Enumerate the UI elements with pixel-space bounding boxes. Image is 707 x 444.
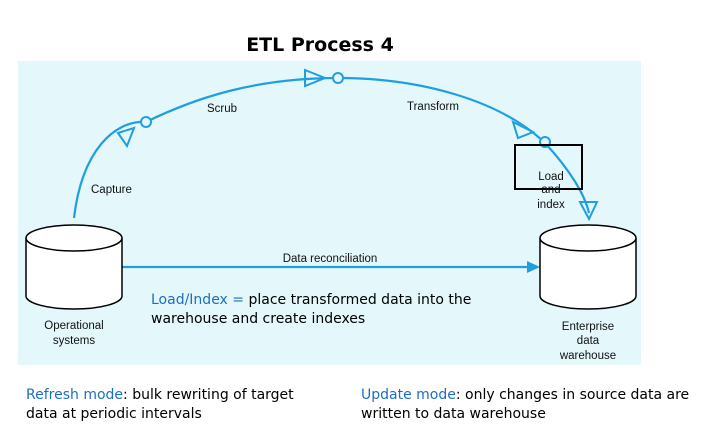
load-label-3: index: [537, 199, 565, 211]
refresh-mode-note: Refresh mode: bulk rewriting of target d…: [26, 386, 294, 424]
target-label-2: data: [577, 335, 600, 347]
scrub-label: Scrub: [207, 103, 237, 115]
update-mode-term: Update mode: [361, 387, 456, 403]
load-index-line2: warehouse and create indexes: [151, 311, 366, 327]
update-mode-note: Update mode: only changes in source data…: [361, 386, 689, 424]
page-title: ETL Process 4: [246, 34, 394, 56]
refresh-mode-line2: data at periodic intervals: [26, 406, 202, 422]
target-label-3: warehouse: [559, 350, 616, 362]
source-label-2: systems: [53, 335, 95, 347]
load-arrowhead: [578, 201, 599, 222]
load-index-term: Load/Index =: [151, 292, 245, 308]
load-label-2: and: [541, 184, 560, 196]
operational-systems-cylinder: [25, 224, 123, 310]
load-index-text: place transformed data into the: [244, 292, 472, 308]
source-label-1: Operational: [44, 320, 103, 332]
enterprise-warehouse-cylinder: [539, 224, 637, 310]
diagram-panel: [18, 61, 641, 365]
load-index-box: [514, 144, 583, 190]
transform-arrowhead: [511, 120, 536, 140]
capture-arrowhead: [116, 126, 136, 149]
reconciliation-label: Data reconciliation: [283, 253, 378, 265]
update-mode-text: : only changes in source data are: [455, 387, 690, 403]
load-index-note: Load/Index = place transformed data into…: [151, 291, 471, 329]
load-label-1: Load: [538, 171, 564, 183]
target-label-1: Enterprise: [562, 321, 614, 333]
reconciliation-arrowhead: [527, 261, 540, 273]
etl-flow-arc: [72, 76, 591, 219]
scrub-node: [332, 72, 344, 84]
capture-label: Capture: [91, 184, 132, 196]
scrub-arrowhead: [304, 68, 328, 88]
refresh-mode-term: Refresh mode: [26, 387, 124, 403]
capture-node: [140, 116, 152, 128]
refresh-mode-text: : bulk rewriting of target: [123, 387, 294, 403]
update-mode-line2: written to data warehouse: [361, 406, 546, 422]
transform-label: Transform: [407, 101, 459, 113]
